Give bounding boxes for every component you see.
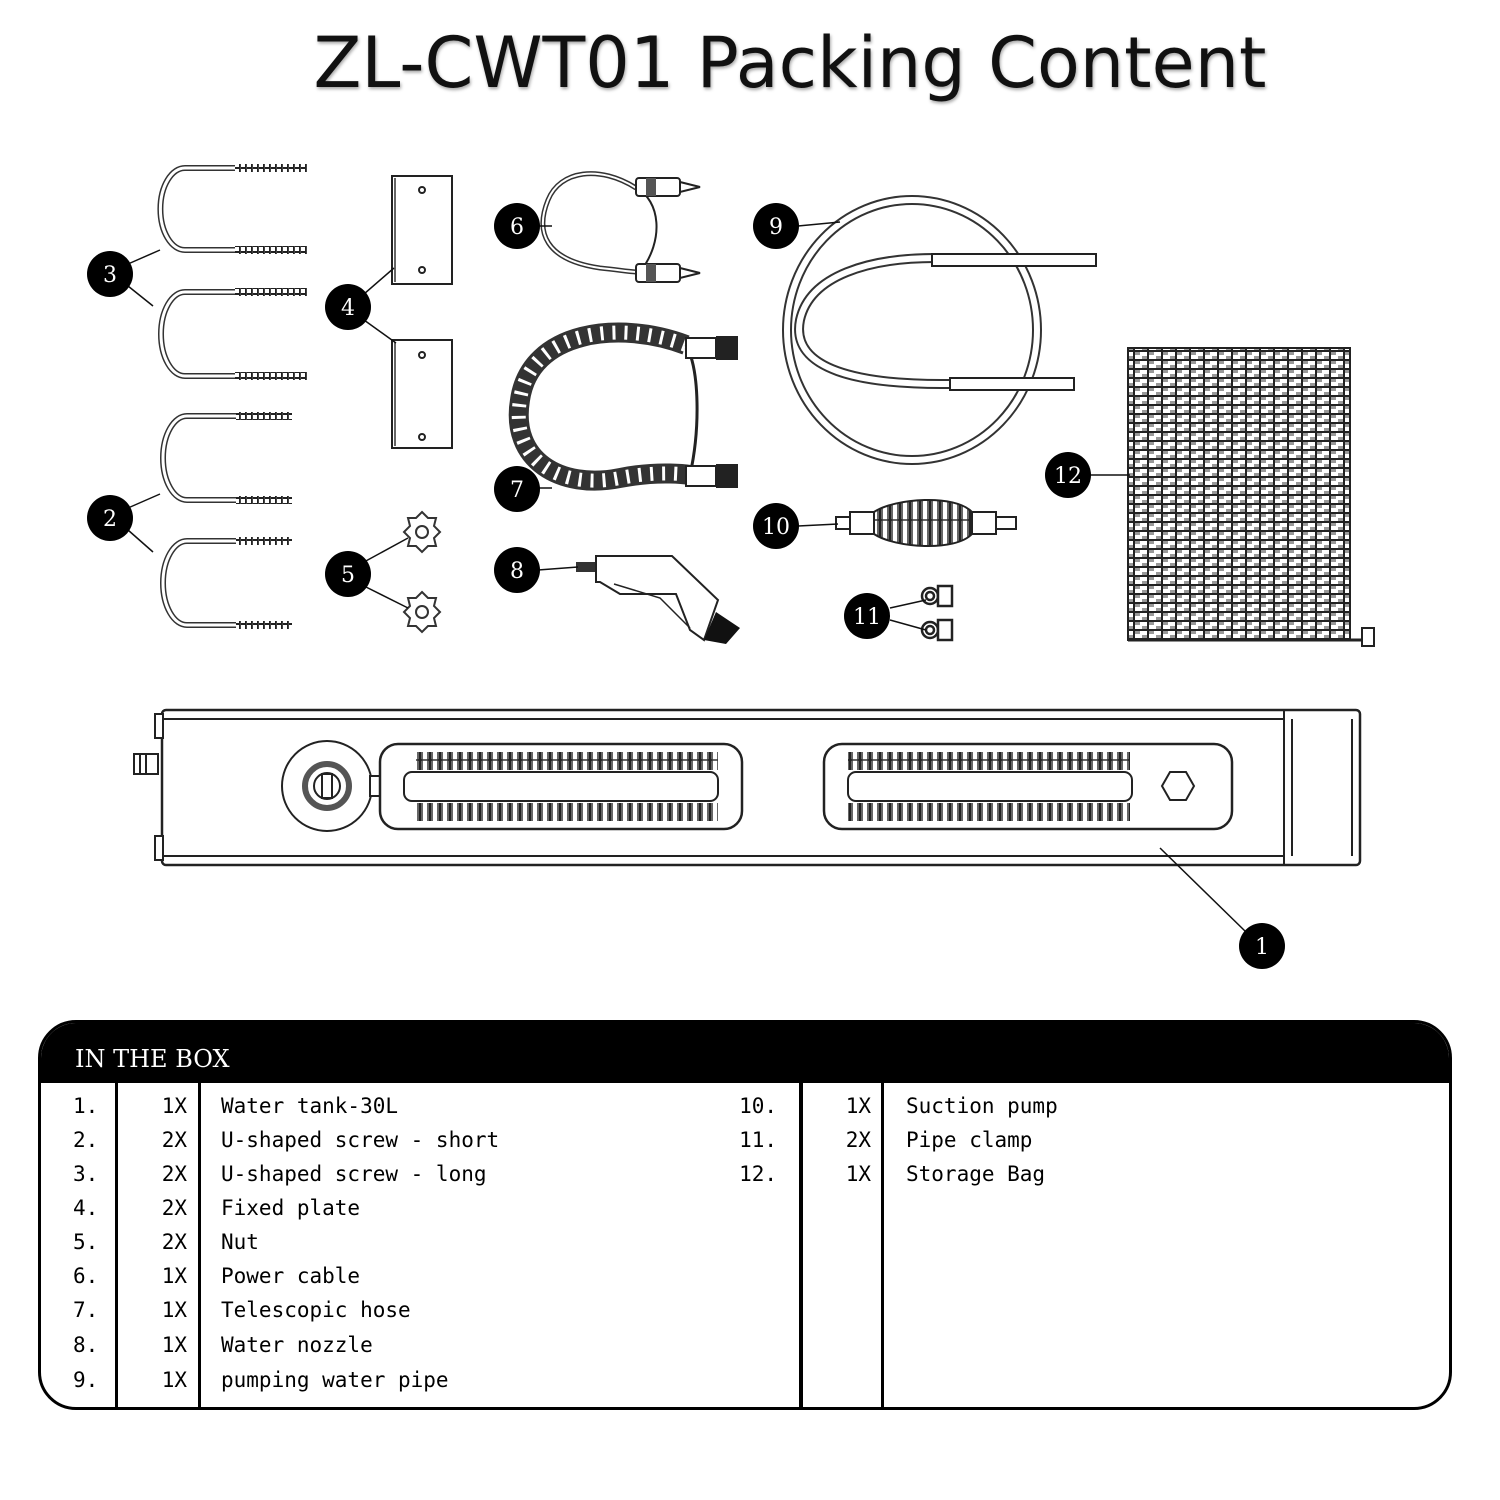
leader-lines (127, 221, 1247, 933)
svg-text:11: 11 (853, 605, 881, 630)
page-title: ZL-CWT01 Packing Content (313, 22, 1267, 104)
telescopic-hose-icon (508, 322, 738, 491)
column-divider (198, 1083, 201, 1407)
table-row: 5. 2X Nut (73, 1230, 259, 1254)
svg-text:8: 8 (510, 559, 524, 584)
pumping-pipe-icon (782, 195, 1097, 465)
table-header: IN THE BOX (41, 1023, 1449, 1083)
callout-5: 5 (325, 551, 371, 597)
callout-12: 12 (1045, 452, 1091, 498)
svg-text:6: 6 (510, 215, 524, 240)
callout-4: 4 (325, 284, 371, 330)
callout-6: 6 (494, 203, 540, 249)
callout-3: 3 (87, 251, 133, 297)
svg-text:4: 4 (341, 296, 355, 321)
storage-bag-icon (1127, 347, 1375, 647)
callout-10: 10 (753, 503, 799, 549)
table-row: 8. 1X Water nozzle (73, 1333, 373, 1357)
callout-11: 11 (844, 593, 890, 639)
svg-text:7: 7 (510, 478, 524, 503)
svg-text:1: 1 (1255, 935, 1269, 960)
table-row: 6. 1X Power cable (73, 1264, 361, 1288)
table-row: 2. 2X U-shaped screw - short (73, 1128, 500, 1152)
column-divider (115, 1083, 118, 1407)
column-divider (799, 1083, 803, 1407)
table-row: 11. 2X Pipe clamp (739, 1128, 1033, 1152)
svg-text:9: 9 (769, 215, 783, 240)
water-tank-icon (133, 708, 1362, 867)
svg-text:10: 10 (762, 515, 790, 540)
table-row: 7. 1X Telescopic hose (73, 1298, 411, 1322)
callout-1: 1 (1239, 923, 1285, 969)
fixed-plate-icon (391, 175, 453, 449)
svg-text:12: 12 (1054, 464, 1082, 489)
in-the-box-table: IN THE BOX 1. 1X Water tank-30L 2. 2X U-… (38, 1020, 1452, 1410)
svg-text:2: 2 (103, 507, 117, 532)
callout-8: 8 (494, 547, 540, 593)
callout-9: 9 (753, 203, 799, 249)
svg-text:3: 3 (103, 263, 117, 288)
parts-diagram: 1 2 3 4 5 6 7 8 9 10 11 12 (87, 164, 1375, 969)
table-row: 9. 1X pumping water pipe (73, 1368, 449, 1392)
callout-7: 7 (494, 466, 540, 512)
table-row: 12. 1X Storage Bag (739, 1162, 1046, 1186)
callout-2: 2 (87, 495, 133, 541)
table-row: 3. 2X U-shaped screw - long (73, 1162, 487, 1186)
svg-text:5: 5 (341, 563, 355, 588)
table-row: 1. 1X Water tank-30L (73, 1094, 399, 1118)
u-screw-short-icon (160, 412, 292, 629)
column-divider (881, 1083, 884, 1407)
pipe-clamp-icon (920, 584, 954, 642)
power-cable-icon (540, 171, 701, 283)
u-screw-long-icon (157, 164, 307, 380)
table-row: 10. 1X Suction pump (739, 1094, 1058, 1118)
nut-icon (402, 510, 442, 634)
water-nozzle-icon (576, 555, 740, 644)
table-row: 4. 2X Fixed plate (73, 1196, 361, 1220)
suction-pump-icon (835, 498, 1017, 548)
